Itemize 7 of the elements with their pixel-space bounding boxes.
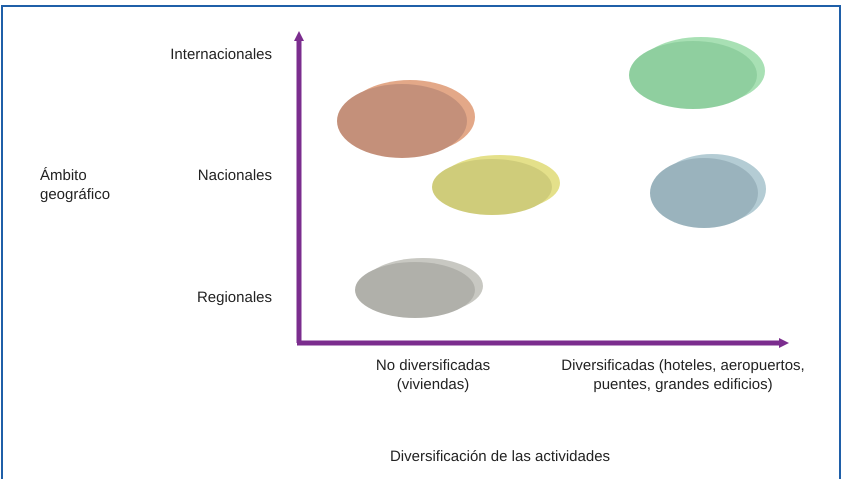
- axis-category-label: No diversificadas (viviendas): [374, 356, 492, 394]
- axis-title: Ámbito geográfico: [40, 166, 112, 204]
- axis-category-label: Internacionales: [169, 45, 272, 64]
- axis-category-label: Nacionales: [196, 166, 272, 185]
- axis-title: Diversificación de las actividades: [388, 447, 612, 466]
- axis-category-label: Regionales: [196, 288, 272, 307]
- axis-category-label: Diversificadas (hoteles, aeropuertos, puentes, grandes edificios): [560, 356, 806, 394]
